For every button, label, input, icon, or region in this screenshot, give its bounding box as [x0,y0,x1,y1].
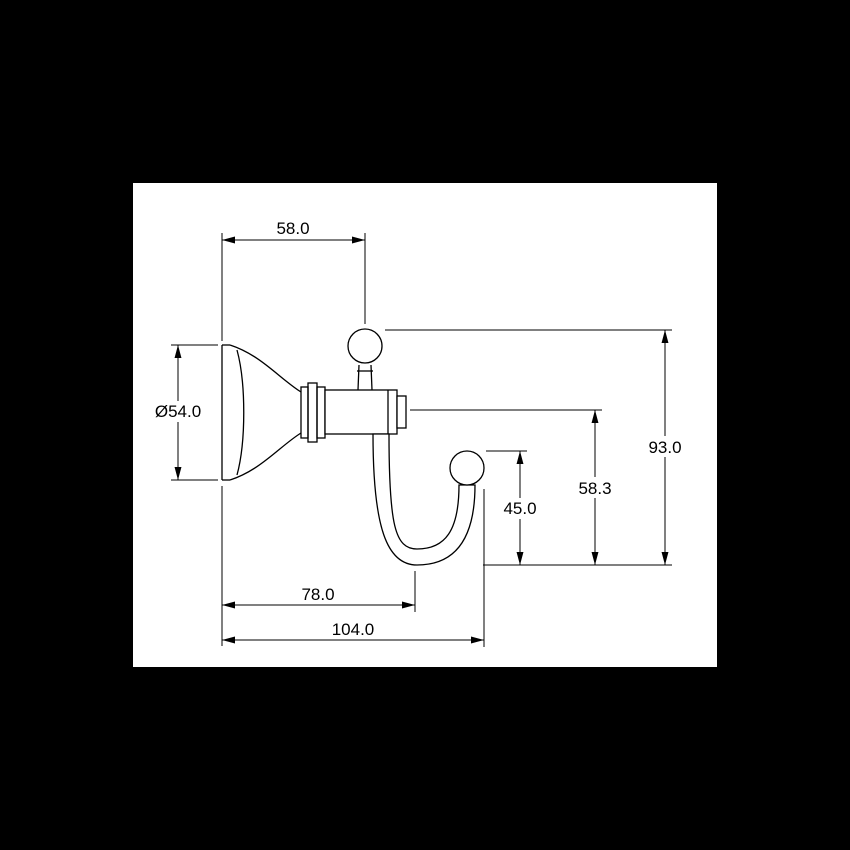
dim-hook-reach-label: 78.0 [301,585,334,604]
stem [324,389,407,435]
dim-overall-height-label: 93.0 [648,438,681,457]
hook-part [221,328,485,566]
dim-hook-reach: 78.0 [222,571,416,612]
wall-flange [221,344,302,481]
hook-tip-ball [449,450,485,486]
dim-overall-depth: 104.0 [222,489,485,647]
dim-overall-depth-label: 104.0 [332,620,375,639]
dim-axis-height-label: 58.3 [578,479,611,498]
dim-top-width-label: 58.0 [276,219,309,238]
mounting-collar [300,382,326,443]
dim-hook-tip-height-label: 45.0 [503,499,536,518]
hook-arm [372,433,476,566]
drawing-canvas: 58.0 Ø54.0 93.0 [133,183,717,667]
technical-drawing: 58.0 Ø54.0 93.0 [152,219,688,647]
dim-flange-diameter: Ø54.0 [152,344,218,481]
dim-hook-tip-height: 45.0 [486,450,543,565]
dim-flange-diameter-label: Ø54.0 [155,402,201,421]
dim-overall-height: 93.0 [385,329,688,565]
dim-top-width: 58.0 [221,219,366,341]
finial-ball [347,328,383,391]
dim-axis-height: 58.3 [410,409,619,565]
